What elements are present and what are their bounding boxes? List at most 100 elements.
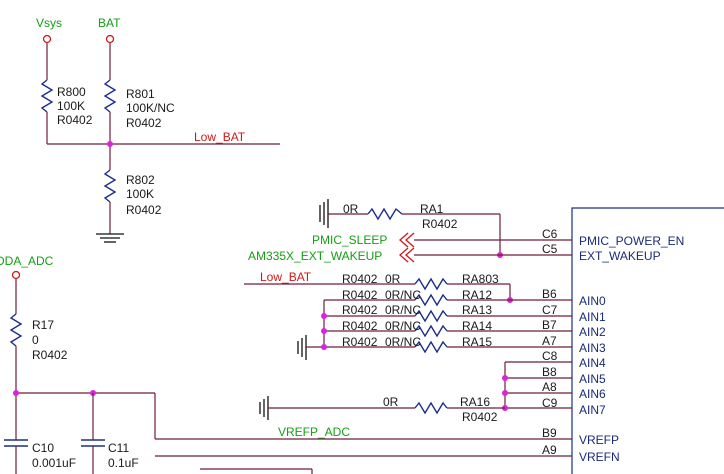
low-bat-net-label-2: Low_BAT (260, 270, 312, 284)
vsys-power-symbol (42, 34, 52, 44)
pmic-sleep-connector-icon (399, 232, 415, 248)
r800-package: R0402 (57, 113, 93, 127)
ra803-package: R0402 (342, 272, 378, 286)
ra12-value: 0R/NC (385, 288, 421, 302)
pin-number: B7 (542, 318, 557, 332)
junction-dot (502, 390, 508, 396)
r801-symbol (103, 79, 117, 113)
adc-reference-section: DDA_ADC R17 0 R0402 VREFP_ADC C10 0.001u… (0, 254, 572, 474)
pmic-sleep-net-label: PMIC_SLEEP (312, 233, 387, 247)
pin-name: AIN0 (579, 294, 606, 308)
ra14-ref: RA14 (462, 319, 492, 333)
r17-value: 0 (32, 333, 39, 347)
battery-divider: Vsys BAT Low_BAT R800 100K R0402 R801 10… (36, 16, 280, 243)
ra15-value: 0R/NC (385, 335, 421, 349)
dda-adc-label: DDA_ADC (0, 254, 54, 268)
ic-outline (571, 207, 724, 474)
ra1-symbol (367, 207, 403, 221)
ra16-value: 0R (383, 395, 399, 409)
ra14-symbol (414, 324, 448, 338)
ra13-ref: RA13 (462, 303, 492, 317)
ra803-symbol (414, 277, 448, 291)
ra16-ref: RA16 (460, 395, 490, 409)
pin-name: AIN1 (579, 310, 606, 324)
ra13-value: 0R/NC (385, 303, 421, 317)
ra1-ref: RA1 (420, 202, 444, 216)
ra15-package: R0402 (342, 335, 378, 349)
r17-package: R0402 (32, 348, 68, 362)
pin-number: B8 (542, 365, 557, 379)
junction-dot (13, 390, 19, 396)
r17-ref: R17 (32, 318, 54, 332)
pin-number: C8 (542, 349, 558, 363)
ra13-package: R0402 (342, 303, 378, 317)
pin-name: PMIC_POWER_EN (579, 234, 684, 248)
junction-dot (107, 141, 113, 147)
pin-name: AIN5 (579, 372, 606, 386)
pin-number: A7 (542, 334, 557, 348)
ext-wakeup-net-label: AM335X_EXT_WAKEUP (248, 249, 382, 263)
vsys-label: Vsys (36, 16, 62, 30)
r802-ref: R802 (126, 173, 155, 187)
c11-ref: C11 (108, 441, 129, 455)
r17-symbol (9, 313, 23, 347)
pin-number: C6 (542, 227, 558, 241)
pin-name: AIN6 (579, 387, 606, 401)
ground-symbol (297, 335, 307, 360)
bat-label: BAT (98, 16, 121, 30)
r801-value: 100K/NC (126, 101, 175, 115)
bat-power-symbol (105, 34, 115, 44)
r800-ref: R800 (57, 85, 86, 99)
ain-input-section: Low_BAT R0402 0R RA803 R0402 0R/NC RA12 … (244, 270, 572, 424)
ra803-ref: RA803 (462, 272, 499, 286)
r800-value: 100K (57, 99, 85, 113)
pin-number: C7 (542, 303, 558, 317)
r800-symbol (40, 79, 54, 113)
pin-name: AIN7 (579, 403, 606, 417)
ra15-ref: RA15 (462, 335, 492, 349)
ra803-value: 0R (385, 272, 401, 286)
r802-package: R0402 (126, 203, 162, 217)
c10-ref: C10 (32, 441, 54, 455)
ra14-value: 0R/NC (385, 319, 421, 333)
c10-value: 0.001uF (32, 456, 76, 470)
c11-value: 0.1uF (108, 456, 139, 470)
pin-number: B6 (542, 287, 557, 301)
ra14-package: R0402 (342, 319, 378, 333)
pin-name: AIN2 (579, 325, 606, 339)
r802-value: 100K (126, 187, 154, 201)
ra1-value: 0R (343, 202, 359, 216)
pin-number: C9 (542, 396, 558, 410)
vrefp-adc-net-label: VREFP_ADC (278, 425, 350, 439)
r802-symbol (103, 169, 117, 203)
am335x-ic-block: C6 C5 B6 C7 B7 A7 C8 B8 A8 C9 B9 A9 PMIC… (542, 207, 724, 474)
junction-dot (321, 344, 327, 350)
pin-name: EXT_WAKEUP (579, 249, 661, 263)
ra12-package: R0402 (342, 288, 378, 302)
dda-adc-power-symbol (11, 270, 21, 280)
ext-wakeup-connector-icon (399, 247, 415, 263)
ra12-ref: RA12 (462, 288, 492, 302)
pin-name: VREFP (579, 433, 619, 447)
pin-name: VREFN (579, 450, 620, 464)
ground-symbol (259, 396, 269, 420)
pin-number: A8 (542, 380, 557, 394)
ground-symbol (319, 199, 329, 228)
ra13-symbol (414, 309, 448, 323)
pin-number: A9 (542, 443, 557, 457)
low-bat-net-label: Low_BAT (194, 130, 246, 144)
junction-dot (321, 328, 327, 334)
r801-ref: R801 (126, 87, 155, 101)
pin-number: B9 (542, 426, 557, 440)
pin-name: AIN4 (579, 356, 606, 370)
pin-number: C5 (542, 242, 558, 256)
pmic-section: 0R RA1 R0402 PMIC_SLEEP AM335X_EXT_WAKEU… (248, 199, 572, 263)
junction-dot (502, 375, 508, 381)
r801-package: R0402 (126, 116, 162, 130)
ra1-package: R0402 (422, 217, 458, 231)
pin-name: AIN3 (579, 341, 606, 355)
ra12-symbol (414, 293, 448, 307)
ra16-symbol (414, 401, 448, 415)
ra16-package: R0402 (462, 410, 498, 424)
